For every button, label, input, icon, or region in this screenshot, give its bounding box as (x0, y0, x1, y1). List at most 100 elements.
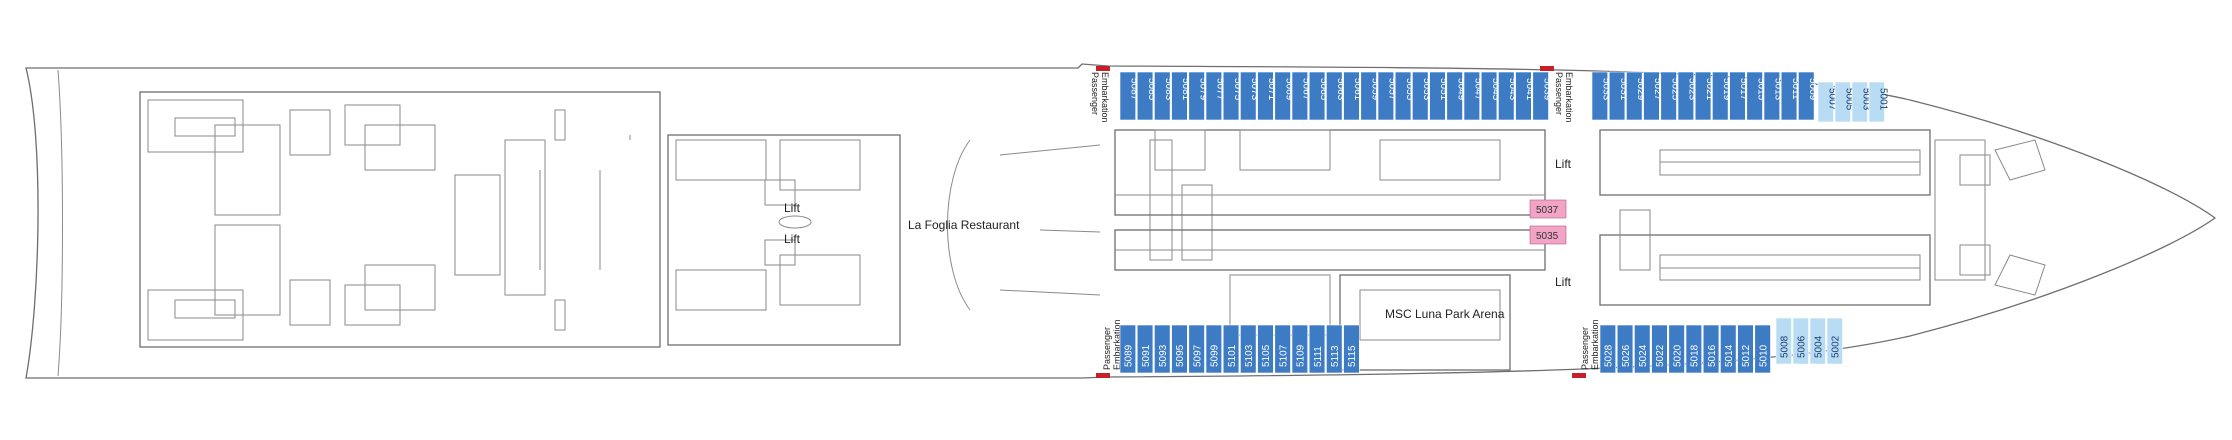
cabin-5015[interactable]: 5015 (1746, 71, 1767, 121)
cabin-box[interactable] (1257, 324, 1274, 374)
cabin-5004[interactable]: 5004 (1809, 317, 1826, 365)
cabin-box[interactable] (1729, 71, 1746, 121)
cabin-box[interactable] (1599, 324, 1616, 374)
cabin-box[interactable] (1171, 324, 1188, 374)
cabin-5097[interactable]: 5097 (1188, 324, 1205, 374)
cabin-box[interactable] (1737, 324, 1754, 374)
cabin-5011[interactable]: 5011 (1780, 71, 1801, 121)
cabin-box[interactable] (1780, 71, 1798, 121)
cabin-box[interactable] (1529, 225, 1567, 245)
cabin-5037[interactable]: 5037 (1529, 199, 1567, 219)
cabin-box[interactable] (1651, 324, 1668, 374)
cabin-5033[interactable]: 5033 (1591, 71, 1612, 121)
cabin-5014[interactable]: 5014 (1720, 324, 1737, 374)
cabin-box[interactable] (1809, 317, 1826, 365)
cabin-5008[interactable]: 5008 (1775, 317, 1792, 365)
cabin-5029[interactable]: 5029 (1626, 71, 1646, 121)
cabin-5073[interactable]: 5073 (1240, 71, 1260, 121)
cabin-box[interactable] (1154, 324, 1171, 374)
cabin-5043[interactable]: 5043 (1498, 71, 1518, 121)
cabin-5057[interactable]: 5057 (1377, 71, 1398, 121)
cabin-box[interactable] (1291, 324, 1308, 374)
cabin-box[interactable] (1377, 71, 1394, 121)
cabin-5009[interactable]: 5009 (1798, 71, 1818, 121)
cabin-box[interactable] (1763, 71, 1780, 121)
cabin-box[interactable] (1463, 71, 1480, 121)
cabin-5063[interactable]: 5063 (1326, 71, 1346, 121)
cabin-5067[interactable]: 5067 (1291, 71, 1312, 121)
cabin-5049[interactable]: 5049 (1446, 71, 1467, 121)
cabin-box[interactable] (1754, 324, 1771, 374)
cabin-5007[interactable]: 5007 (1817, 81, 1838, 123)
cabin-5101[interactable]: 5101 (1222, 324, 1240, 374)
cabin-5077[interactable]: 5077 (1205, 71, 1226, 121)
cabin-box[interactable] (1868, 81, 1885, 123)
cabin-5089[interactable]: 5089 (1119, 324, 1136, 374)
cabin-5091[interactable]: 5091 (1136, 324, 1154, 374)
cabin-5020[interactable]: 5020 (1668, 324, 1685, 374)
cabin-box[interactable] (1677, 71, 1694, 121)
cabin-5021[interactable]: 5021 (1694, 71, 1715, 121)
cabin-box[interactable] (1660, 71, 1677, 121)
cabin-box[interactable] (1412, 71, 1429, 121)
cabin-5019[interactable]: 5019 (1712, 71, 1732, 121)
cabin-box[interactable] (1394, 71, 1412, 121)
cabin-box[interactable] (1775, 317, 1792, 365)
cabin-5028[interactable]: 5028 (1599, 324, 1616, 374)
cabin-5045[interactable]: 5045 (1480, 71, 1501, 121)
cabin-box[interactable] (1851, 81, 1868, 123)
cabin-5010[interactable]: 5010 (1754, 324, 1771, 374)
cabin-5041[interactable]: 5041 (1515, 71, 1536, 121)
cabin-box[interactable] (1188, 71, 1205, 121)
cabin-box[interactable] (1634, 324, 1651, 374)
cabin-5075[interactable]: 5075 (1222, 71, 1243, 121)
cabin-5087[interactable]: 5087 (1119, 71, 1140, 121)
cabin-box[interactable] (1712, 71, 1729, 121)
cabin-box[interactable] (1326, 324, 1343, 374)
cabin-5026[interactable]: 5026 (1616, 324, 1634, 374)
cabin-box[interactable] (1626, 71, 1643, 121)
cabin-box[interactable] (1532, 71, 1549, 121)
cabin-box[interactable] (1343, 71, 1360, 121)
cabin-box[interactable] (1746, 71, 1763, 121)
cabin-5065[interactable]: 5065 (1308, 71, 1329, 121)
cabin-5016[interactable]: 5016 (1702, 324, 1720, 374)
cabin-box[interactable] (1429, 71, 1446, 121)
cabin-5005[interactable]: 5005 (1834, 81, 1855, 123)
cabin-box[interactable] (1643, 71, 1660, 121)
cabin-5081[interactable]: 5081 (1171, 71, 1192, 121)
cabin-5103[interactable]: 5103 (1240, 324, 1257, 374)
cabin-5113[interactable]: 5113 (1326, 324, 1343, 374)
cabin-5093[interactable]: 5093 (1154, 324, 1171, 374)
cabin-box[interactable] (1136, 71, 1154, 121)
cabin-box[interactable] (1240, 71, 1257, 121)
cabin-box[interactable] (1685, 324, 1702, 374)
cabin-5071[interactable]: 5071 (1257, 71, 1278, 121)
cabin-5099[interactable]: 5099 (1205, 324, 1222, 374)
cabin-box[interactable] (1817, 81, 1834, 123)
cabin-box[interactable] (1222, 324, 1240, 374)
cabin-5003[interactable]: 5003 (1851, 81, 1872, 123)
cabin-5107[interactable]: 5107 (1274, 324, 1291, 374)
cabin-5115[interactable]: 5115 (1343, 324, 1360, 374)
cabin-5012[interactable]: 5012 (1737, 324, 1754, 374)
cabin-5111[interactable]: 5111 (1308, 324, 1326, 374)
cabin-5085[interactable]: 5085 (1136, 71, 1157, 121)
cabin-5079[interactable]: 5079 (1188, 71, 1209, 121)
cabin-5055[interactable]: 5055 (1394, 71, 1415, 121)
cabin-5022[interactable]: 5022 (1651, 324, 1668, 374)
cabin-box[interactable] (1257, 71, 1274, 121)
cabin-5051[interactable]: 5051 (1429, 71, 1450, 121)
cabin-box[interactable] (1119, 71, 1136, 121)
cabin-box[interactable] (1154, 71, 1171, 121)
cabin-box[interactable] (1608, 71, 1626, 121)
cabin-box[interactable] (1188, 324, 1205, 374)
cabin-box[interactable] (1274, 71, 1291, 121)
cabin-box[interactable] (1360, 71, 1377, 121)
cabin-5025[interactable]: 5025 (1660, 71, 1681, 121)
cabin-box[interactable] (1792, 317, 1809, 365)
cabin-box[interactable] (1274, 324, 1291, 374)
cabin-box[interactable] (1826, 317, 1843, 365)
cabin-5024[interactable]: 5024 (1634, 324, 1651, 374)
cabin-box[interactable] (1591, 71, 1608, 121)
